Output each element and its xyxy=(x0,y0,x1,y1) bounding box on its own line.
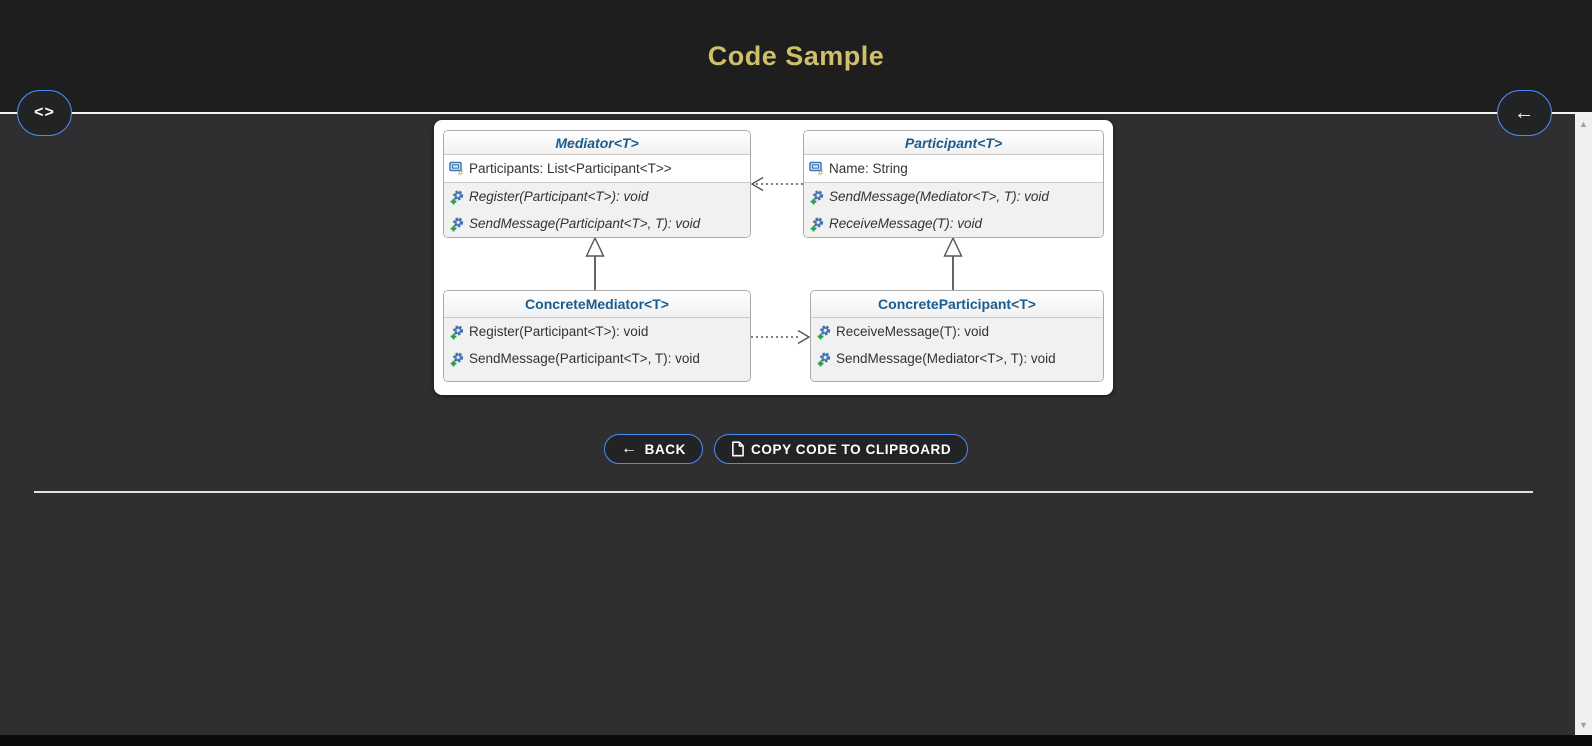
dependency-arrow-participant-to-mediator xyxy=(750,176,803,192)
code-icon: <> xyxy=(34,104,55,121)
method-icon xyxy=(815,351,833,367)
class-title: ConcreteMediator<T> xyxy=(444,291,750,318)
svg-text:#: # xyxy=(818,168,823,177)
vertical-scrollbar[interactable]: ▲ ▼ xyxy=(1575,113,1592,735)
scroll-down-icon[interactable]: ▼ xyxy=(1579,719,1588,730)
inheritance-arrow-concreteparticipant xyxy=(943,236,963,290)
class-title: Mediator<T> xyxy=(444,131,750,155)
page-title: Code Sample xyxy=(707,40,885,71)
method-icon xyxy=(808,216,826,232)
copy-code-button-label: COPY CODE TO CLIPBOARD xyxy=(751,441,952,457)
member-text: SendMessage(Mediator<T>, T): void xyxy=(836,351,1056,366)
copy-document-icon xyxy=(731,441,744,457)
member-text: Name: String xyxy=(829,161,908,176)
method-icon xyxy=(808,189,826,205)
member-text: SendMessage(Participant<T>, T): void xyxy=(469,216,701,231)
member-text: SendMessage(Participant<T>, T): void xyxy=(469,351,700,366)
inheritance-arrow-concretemediator xyxy=(585,236,605,290)
method-icon xyxy=(448,351,466,367)
actions-row: ← BACK COPY CODE TO CLIPBOARD xyxy=(604,434,969,464)
app-header: Code Sample xyxy=(0,0,1592,112)
class-title: ConcreteParticipant<T> xyxy=(811,291,1103,318)
back-button[interactable]: ← BACK xyxy=(604,434,704,464)
method-icon xyxy=(448,189,466,205)
back-arrow-icon: ← xyxy=(1514,101,1535,124)
uml-diagram-card: Mediator<T> # Participants: List<Partici… xyxy=(434,120,1113,395)
back-arrow-icon: ← xyxy=(621,440,638,457)
method-icon xyxy=(815,324,833,340)
uml-class-participant[interactable]: Participant<T> # Name: String xyxy=(803,130,1104,238)
method-icon xyxy=(448,324,466,340)
member-text: ReceiveMessage(T): void xyxy=(836,324,990,339)
method-icon xyxy=(448,216,466,232)
copy-code-button[interactable]: COPY CODE TO CLIPBOARD xyxy=(714,434,969,464)
header-divider xyxy=(0,112,1592,114)
class-title: Participant<T> xyxy=(804,131,1103,155)
back-button-label: BACK xyxy=(644,441,687,457)
member-text: SendMessage(Mediator<T>, T): void xyxy=(829,189,1049,204)
field-icon: # xyxy=(808,161,826,177)
content-divider xyxy=(34,491,1533,493)
bottom-strip xyxy=(0,735,1592,746)
svg-text:#: # xyxy=(458,168,463,177)
back-round-button[interactable]: ← xyxy=(1497,90,1552,136)
code-view-toggle-button[interactable]: <> xyxy=(17,90,72,136)
field-icon: # xyxy=(448,161,466,177)
uml-class-concrete-participant[interactable]: ConcreteParticipant<T> ReceiveMessage(T)… xyxy=(810,290,1104,382)
member-text: ReceiveMessage(T): void xyxy=(829,216,983,231)
scroll-up-icon[interactable]: ▲ xyxy=(1579,118,1588,129)
member-text: Participants: List<Participant<T>> xyxy=(469,161,672,176)
uml-class-concrete-mediator[interactable]: ConcreteMediator<T> Register(Participant… xyxy=(443,290,751,382)
uml-class-mediator[interactable]: Mediator<T> # Participants: List<Partici… xyxy=(443,130,751,238)
member-text: Register(Participant<T>): void xyxy=(469,324,649,339)
dependency-arrow-concretemediator-to-concreteparticipant xyxy=(751,329,811,345)
member-text: Register(Participant<T>): void xyxy=(469,189,649,204)
